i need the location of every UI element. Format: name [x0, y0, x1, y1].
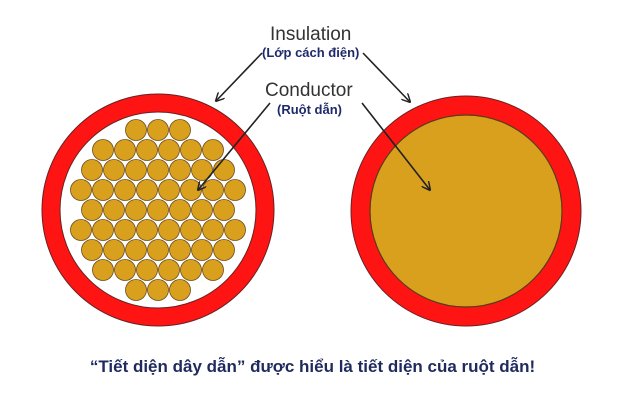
- strand: [92, 139, 114, 161]
- strand: [202, 219, 224, 241]
- strand: [81, 159, 103, 181]
- strand: [147, 159, 169, 181]
- arrows: [198, 52, 430, 190]
- strand: [103, 199, 125, 221]
- strand: [125, 159, 147, 181]
- caption: “Tiết diện dây dẫn” được hiểu là tiết di…: [89, 357, 536, 376]
- strand: [191, 239, 213, 261]
- strand: [81, 199, 103, 221]
- strand: [158, 219, 180, 241]
- stranded-wire-figure: [41, 93, 275, 327]
- strand: [224, 219, 246, 241]
- strand: [136, 179, 158, 201]
- strand: [125, 239, 147, 261]
- strand: [114, 179, 136, 201]
- strand: [202, 259, 224, 281]
- strand: [103, 239, 125, 261]
- strand: [147, 199, 169, 221]
- strand: [70, 219, 92, 241]
- strand: [180, 219, 202, 241]
- strand: [169, 159, 191, 181]
- strand: [136, 259, 158, 281]
- solid-wire-figure: [350, 95, 582, 327]
- insulation-arrow-left: [216, 52, 263, 101]
- strand: [191, 159, 213, 181]
- strand: [191, 199, 213, 221]
- strand: [92, 259, 114, 281]
- strand: [136, 139, 158, 161]
- strand: [92, 219, 114, 241]
- strand: [158, 259, 180, 281]
- strand: [147, 119, 169, 141]
- conductor-arrow-right: [361, 102, 430, 190]
- strand: [158, 179, 180, 201]
- strand: [114, 139, 136, 161]
- conductor-label-vi: (Ruột dẫn): [277, 102, 342, 117]
- strand: [147, 279, 169, 301]
- strand: [213, 239, 235, 261]
- strand: [114, 259, 136, 281]
- strand: [180, 259, 202, 281]
- strand: [125, 119, 147, 141]
- insulation-label-vi: (Lớp cách điện): [262, 45, 360, 60]
- conductor-strands: [70, 119, 246, 301]
- strand: [169, 279, 191, 301]
- strand: [125, 199, 147, 221]
- strand: [213, 159, 235, 181]
- strand: [136, 219, 158, 241]
- strand: [92, 179, 114, 201]
- solid-conductor-core: [369, 114, 563, 308]
- strand: [180, 139, 202, 161]
- strand: [224, 179, 246, 201]
- strand: [169, 239, 191, 261]
- strand: [158, 139, 180, 161]
- strand: [169, 119, 191, 141]
- strand: [114, 219, 136, 241]
- strand: [125, 279, 147, 301]
- strand: [202, 139, 224, 161]
- strand: [213, 199, 235, 221]
- strand: [147, 239, 169, 261]
- insulation-arrow-right: [362, 52, 410, 102]
- conductor-label: Conductor: [265, 80, 353, 101]
- strand: [70, 179, 92, 201]
- strand: [169, 199, 191, 221]
- strand: [103, 159, 125, 181]
- insulation-label: Insulation: [270, 24, 352, 45]
- strand: [81, 239, 103, 261]
- conductor-arrow-left: [198, 102, 271, 190]
- strand: [202, 179, 224, 201]
